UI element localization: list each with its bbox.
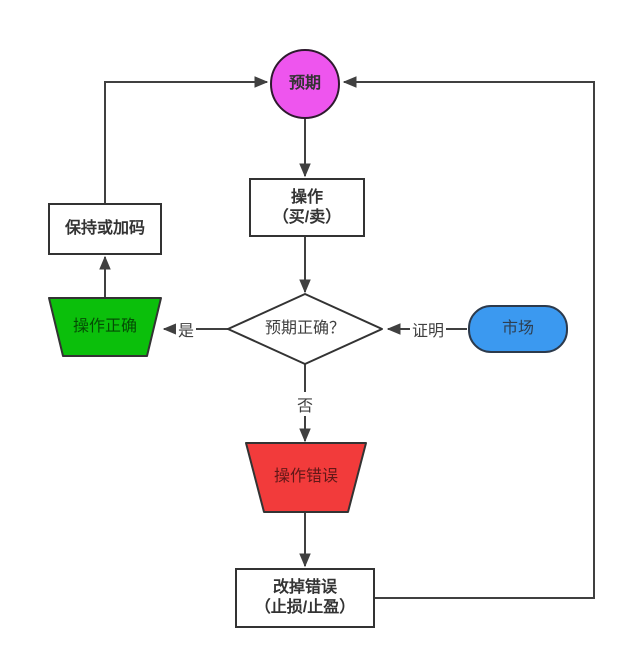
node-operation-line1: 操作 xyxy=(290,188,323,206)
edge-label-prove: 证明 xyxy=(409,317,447,341)
node-operation-line2: （买/卖） xyxy=(272,208,342,226)
node-fix-mistakes-line2: （止损/止盈） xyxy=(254,599,356,616)
edge-label-yes: 是 xyxy=(175,317,197,341)
node-market-label: 市场 xyxy=(501,320,534,337)
decision-diamond-shape xyxy=(227,293,383,365)
node-fix-mistakes: 改掉错误 （止损/止盈） xyxy=(235,568,375,628)
node-expectation-label: 预期 xyxy=(288,75,321,92)
node-decision-label: 预期正确？ xyxy=(264,320,345,338)
wrong-op-trapezoid-shape xyxy=(245,442,367,513)
node-hold-or-add-label: 保持或加码 xyxy=(64,220,145,237)
node-correct-op-label: 操作正确 xyxy=(72,318,137,336)
correct-op-trapezoid-shape xyxy=(48,297,162,357)
node-hold-or-add: 保持或加码 xyxy=(48,203,162,255)
node-expectation: 预期 xyxy=(270,49,340,119)
node-market: 市场 xyxy=(468,305,568,353)
edge-label-no: 否 xyxy=(294,392,316,416)
node-operation: 操作 （买/卖） xyxy=(249,178,365,237)
node-wrong-op-label: 操作错误 xyxy=(273,468,338,486)
edge-fix-to-expectation xyxy=(342,76,595,599)
node-fix-mistakes-line1: 改掉错误 xyxy=(272,579,337,596)
edge-hold-to-expectation xyxy=(104,76,269,203)
